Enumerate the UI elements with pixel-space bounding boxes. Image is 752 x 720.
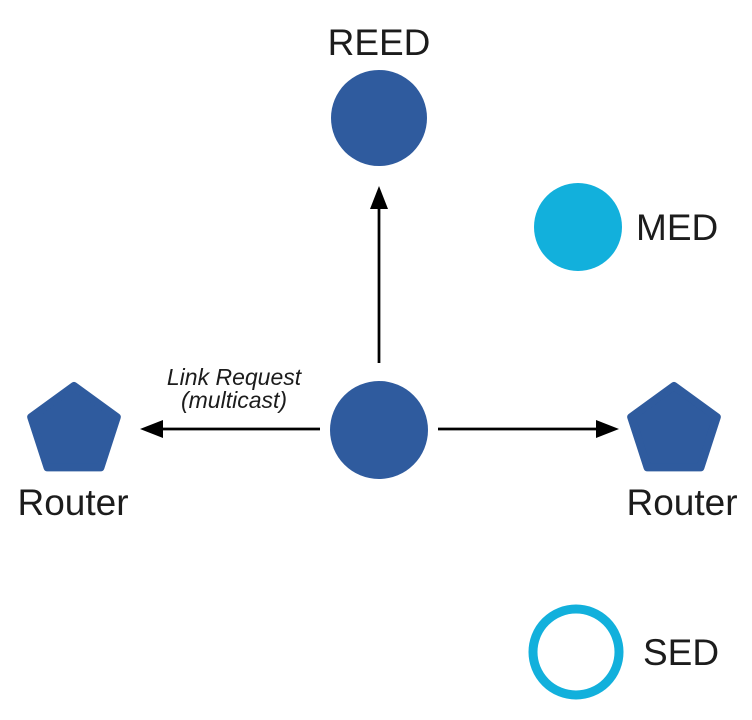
sed-node-circle	[528, 604, 624, 700]
med-node-label: MED	[636, 207, 718, 248]
router-right-label: Router	[626, 482, 737, 523]
router-left-pentagon	[27, 382, 121, 472]
router-left-label: Router	[17, 482, 128, 523]
arrow-right-to-router	[438, 420, 619, 438]
arrow-right-head	[596, 420, 619, 438]
sed-node-label: SED	[643, 632, 719, 673]
arrow-up-head	[370, 186, 388, 209]
link-request-annotation-line1: Link Request	[167, 364, 303, 390]
reed-node-circle	[331, 70, 427, 166]
center-device-circle	[330, 381, 428, 479]
arrow-left-head	[140, 420, 163, 438]
reed-node-label: REED	[328, 22, 431, 63]
link-request-annotation-line2: (multicast)	[181, 387, 287, 413]
arrow-left-to-router	[140, 420, 320, 438]
med-node-circle	[534, 183, 622, 271]
arrow-up-to-reed	[370, 186, 388, 363]
router-right-pentagon	[627, 382, 721, 472]
